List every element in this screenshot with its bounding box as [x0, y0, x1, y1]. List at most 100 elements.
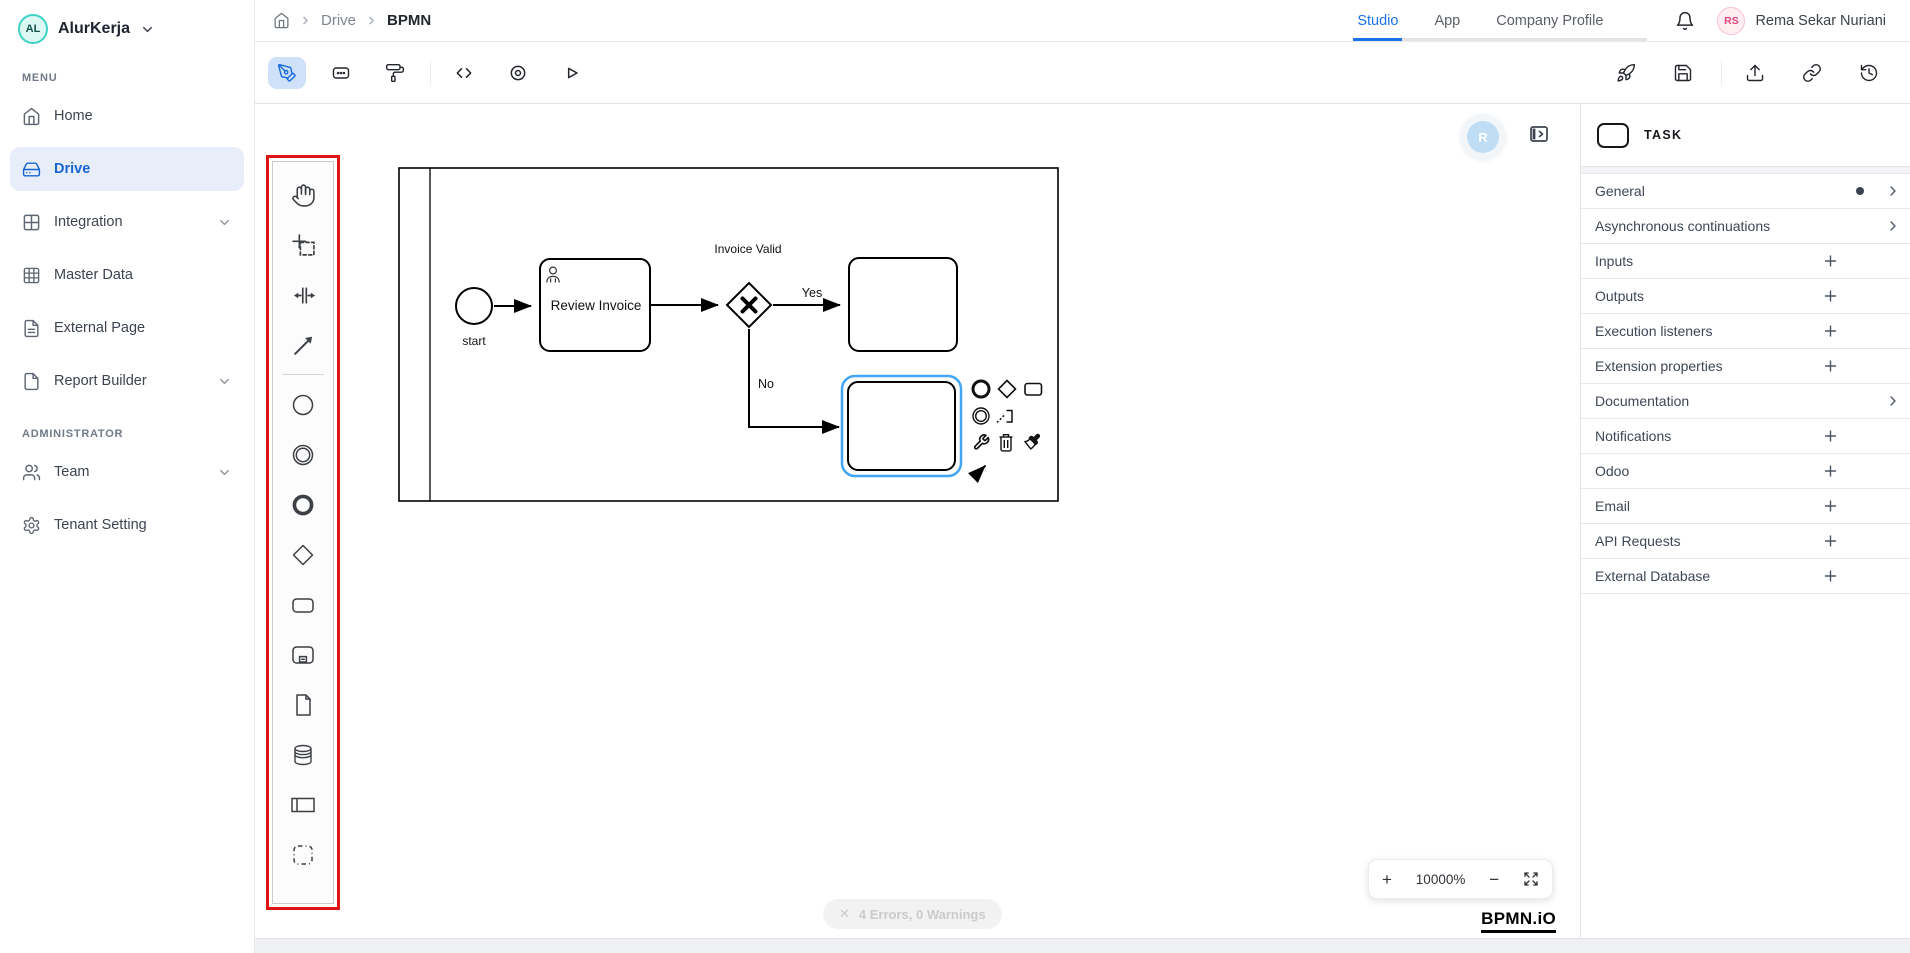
- user-avatar[interactable]: RS: [1717, 6, 1746, 35]
- sidebar-item-team[interactable]: Team: [10, 450, 244, 494]
- sidebar-item-drive[interactable]: Drive: [10, 147, 244, 191]
- section-general[interactable]: General: [1581, 174, 1910, 209]
- space-tool-icon[interactable]: [273, 270, 333, 320]
- form-button[interactable]: [322, 57, 360, 89]
- user-task-review-invoice[interactable]: Review Invoice: [539, 258, 651, 352]
- group-icon[interactable]: [273, 830, 333, 880]
- color-brush-icon[interactable]: [1024, 433, 1041, 450]
- add-icon[interactable]: [1822, 428, 1839, 445]
- zoom-in-button[interactable]: +: [1382, 869, 1392, 889]
- lasso-tool-icon[interactable]: [273, 220, 333, 270]
- notification-bell-icon[interactable]: [1675, 11, 1695, 31]
- section-outputs[interactable]: Outputs: [1581, 279, 1910, 314]
- add-icon[interactable]: [1822, 253, 1839, 270]
- external-page-icon: [22, 319, 41, 338]
- task-no-branch-selected[interactable]: [840, 374, 963, 478]
- add-icon[interactable]: [1822, 323, 1839, 340]
- tab-app[interactable]: App: [1434, 12, 1461, 29]
- trash-icon[interactable]: [999, 434, 1013, 452]
- section-documentation[interactable]: Documentation: [1581, 384, 1910, 419]
- add-icon[interactable]: [1822, 463, 1839, 480]
- preview-button[interactable]: [499, 57, 537, 89]
- sidebar-item-integration[interactable]: Integration: [10, 200, 244, 244]
- zoom-out-button[interactable]: −: [1489, 869, 1500, 889]
- section-external-database[interactable]: External Database: [1581, 559, 1910, 594]
- chevron-right-icon[interactable]: [1885, 393, 1901, 409]
- section-inputs[interactable]: Inputs: [1581, 244, 1910, 279]
- sidebar-item-home[interactable]: Home: [10, 94, 244, 138]
- sidebar-item-report-builder[interactable]: Report Builder: [10, 359, 244, 403]
- save-button[interactable]: [1664, 57, 1702, 89]
- tab-studio[interactable]: Studio: [1353, 0, 1403, 41]
- sidebar-item-label: Report Builder: [54, 373, 147, 389]
- connect-arrow-icon[interactable]: [968, 465, 986, 483]
- play-button[interactable]: [553, 57, 591, 89]
- link-button[interactable]: [1793, 57, 1831, 89]
- sidebar-item-master-data[interactable]: Master Data: [10, 253, 244, 297]
- sidebar-item-external-page[interactable]: External Page: [10, 306, 244, 350]
- gateway-label: Invoice Valid: [714, 242, 781, 256]
- design-pen-button[interactable]: [268, 56, 306, 89]
- task-icon[interactable]: [273, 580, 333, 630]
- section-asynchronous-continuations[interactable]: Asynchronous continuations: [1581, 209, 1910, 244]
- history-button[interactable]: [1850, 57, 1888, 89]
- deploy-button[interactable]: [1607, 57, 1645, 89]
- deploy-rocket-icon: [1616, 63, 1636, 83]
- section-extension-properties[interactable]: Extension properties: [1581, 349, 1910, 384]
- tab-company-profile[interactable]: Company Profile: [1496, 12, 1604, 29]
- start-event[interactable]: start: [455, 287, 493, 348]
- data-object-icon[interactable]: [273, 680, 333, 730]
- fullscreen-icon[interactable]: [1523, 871, 1539, 887]
- workspace-switcher[interactable]: AL AlurKerja: [10, 10, 244, 56]
- add-icon[interactable]: [1822, 568, 1839, 585]
- section-label: Odoo: [1595, 463, 1630, 479]
- intermediate-event-icon[interactable]: [273, 430, 333, 480]
- end-event-icon[interactable]: [273, 480, 333, 530]
- breadcrumb-drive[interactable]: Drive: [321, 12, 357, 29]
- append-end-event-icon[interactable]: [971, 379, 991, 399]
- section-odoo[interactable]: Odoo: [1581, 454, 1910, 489]
- wrench-icon[interactable]: [973, 434, 990, 450]
- start-event-icon[interactable]: [273, 380, 333, 430]
- style-roller-icon: [385, 63, 405, 83]
- add-icon[interactable]: [1822, 533, 1839, 550]
- sequence-flow-no[interactable]: No: [748, 329, 840, 434]
- sidebar-item-tenant-setting[interactable]: Tenant Setting: [10, 503, 244, 547]
- bpmn-canvas[interactable]: start Review Invoice: [255, 104, 1580, 938]
- add-icon[interactable]: [1822, 358, 1839, 375]
- participant-pool[interactable]: [398, 167, 1059, 502]
- section-label: External Database: [1595, 568, 1711, 584]
- sidebar-item-label: Tenant Setting: [54, 517, 147, 533]
- code-button[interactable]: [445, 57, 483, 89]
- exclusive-gateway[interactable]: Invoice Valid: [714, 242, 782, 329]
- global-connect-icon[interactable]: [273, 320, 333, 370]
- style-roller-button[interactable]: [376, 57, 414, 89]
- append-gateway-icon[interactable]: [997, 379, 1017, 399]
- chevron-right-icon[interactable]: [1885, 218, 1901, 234]
- section-api-requests[interactable]: API Requests: [1581, 524, 1910, 559]
- text-annotation-icon[interactable]: [996, 409, 1013, 424]
- home-breadcrumb-icon[interactable]: [273, 12, 290, 29]
- section-notifications[interactable]: Notifications: [1581, 419, 1910, 454]
- bpmn-io-logo[interactable]: BPMN.iO: [1481, 909, 1556, 933]
- data-store-icon[interactable]: [273, 730, 333, 780]
- subprocess-icon[interactable]: [273, 630, 333, 680]
- section-email[interactable]: Email: [1581, 489, 1910, 524]
- close-icon[interactable]: ✕: [839, 906, 850, 921]
- chevron-down-icon: [217, 465, 232, 480]
- export-button[interactable]: [1736, 57, 1774, 89]
- add-icon[interactable]: [1822, 498, 1839, 515]
- panel-toggle-button[interactable]: [1525, 120, 1553, 148]
- append-task-icon[interactable]: [1024, 382, 1043, 396]
- append-intermediate-event-icon[interactable]: [972, 407, 990, 425]
- section-execution-listeners[interactable]: Execution listeners: [1581, 314, 1910, 349]
- participant-icon[interactable]: [273, 780, 333, 830]
- gateway-icon[interactable]: [273, 530, 333, 580]
- hand-tool-icon[interactable]: [273, 170, 333, 220]
- task-yes-branch[interactable]: [848, 257, 958, 352]
- add-icon[interactable]: [1822, 288, 1839, 305]
- collaborator-badge: R: [1460, 114, 1506, 160]
- chevron-right-icon[interactable]: [1885, 183, 1901, 199]
- bpmn-palette: [272, 161, 334, 904]
- sequence-flow-yes[interactable]: Yes: [773, 286, 841, 312]
